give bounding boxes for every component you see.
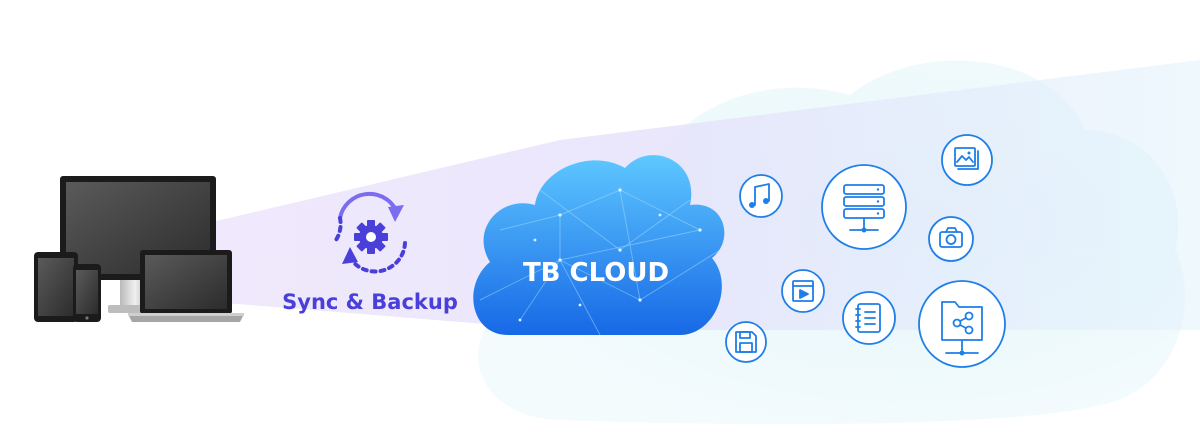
sync-backup-icon (334, 191, 407, 274)
music-note-icon (739, 174, 783, 218)
floppy-disk-icon (725, 321, 767, 363)
server-network-icon (821, 164, 907, 250)
photo-gallery-icon (941, 134, 993, 186)
cloud-network-nodes (518, 188, 702, 322)
address-book-icon (842, 291, 896, 345)
sync-backup-label: Sync & Backup (282, 290, 458, 314)
shared-folder-network-icon (918, 280, 1006, 368)
cloud-label: TB CLOUD (523, 258, 669, 288)
gear-icon (354, 220, 388, 254)
device-group (34, 176, 244, 322)
smartphone (73, 264, 101, 322)
tb-cloud (473, 155, 725, 335)
laptop (128, 250, 244, 322)
sync-light-beam (212, 60, 1200, 330)
camera-icon (928, 216, 974, 262)
video-player-icon (781, 269, 825, 313)
tablet (34, 252, 78, 322)
